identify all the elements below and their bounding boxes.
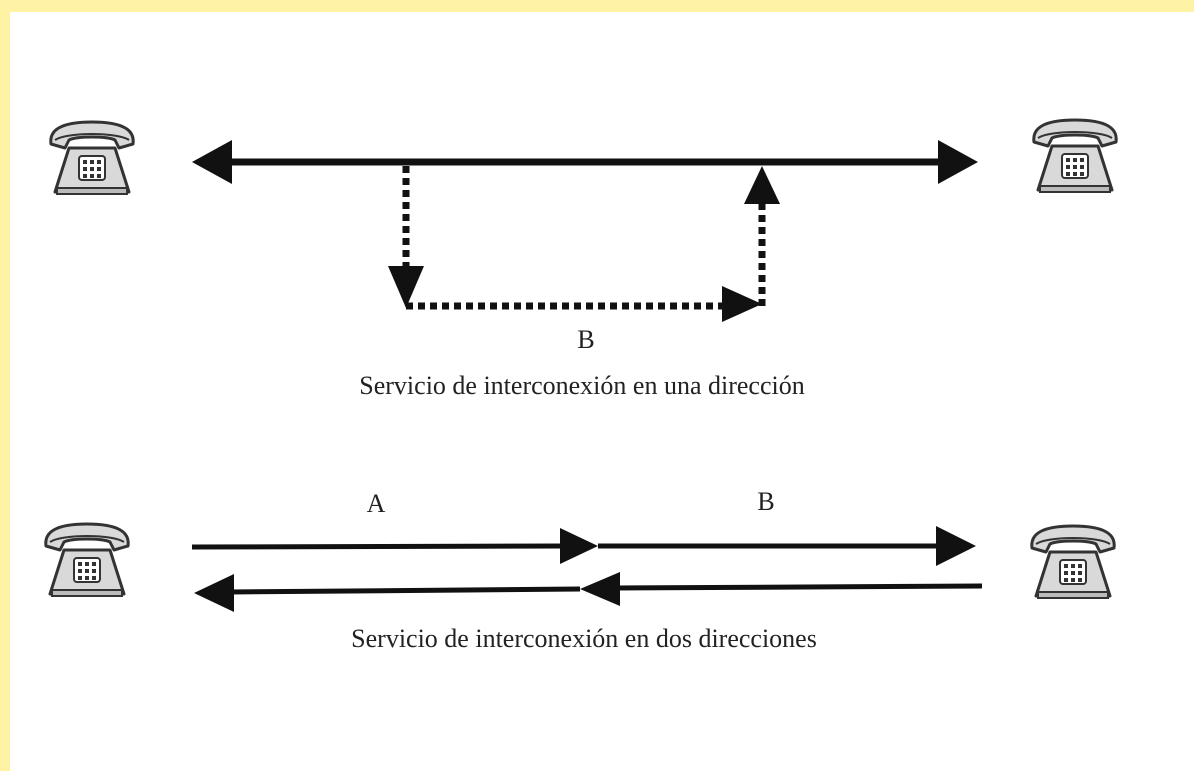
arrowhead-right <box>938 140 978 184</box>
arrowhead-left <box>192 140 232 184</box>
telephone-icon <box>1032 118 1118 194</box>
one-way-main-line <box>192 140 978 184</box>
one-way-caption: Servicio de interconexión en una direcci… <box>359 371 804 400</box>
two-way-segment-a-label: A <box>367 489 386 518</box>
telephone-icon <box>1030 524 1116 600</box>
two-way-return-lines <box>194 572 983 612</box>
one-way-segment-label: B <box>577 325 594 354</box>
diagram-panel <box>10 12 1194 771</box>
two-way-caption: Servicio de interconexión en dos direcci… <box>351 624 817 653</box>
telephone-icon <box>49 120 135 196</box>
telephone-icon <box>44 522 130 598</box>
two-way-forward-lines <box>191 526 976 566</box>
one-way-detour-path <box>388 166 780 322</box>
two-way-segment-b-label: B <box>757 487 774 516</box>
